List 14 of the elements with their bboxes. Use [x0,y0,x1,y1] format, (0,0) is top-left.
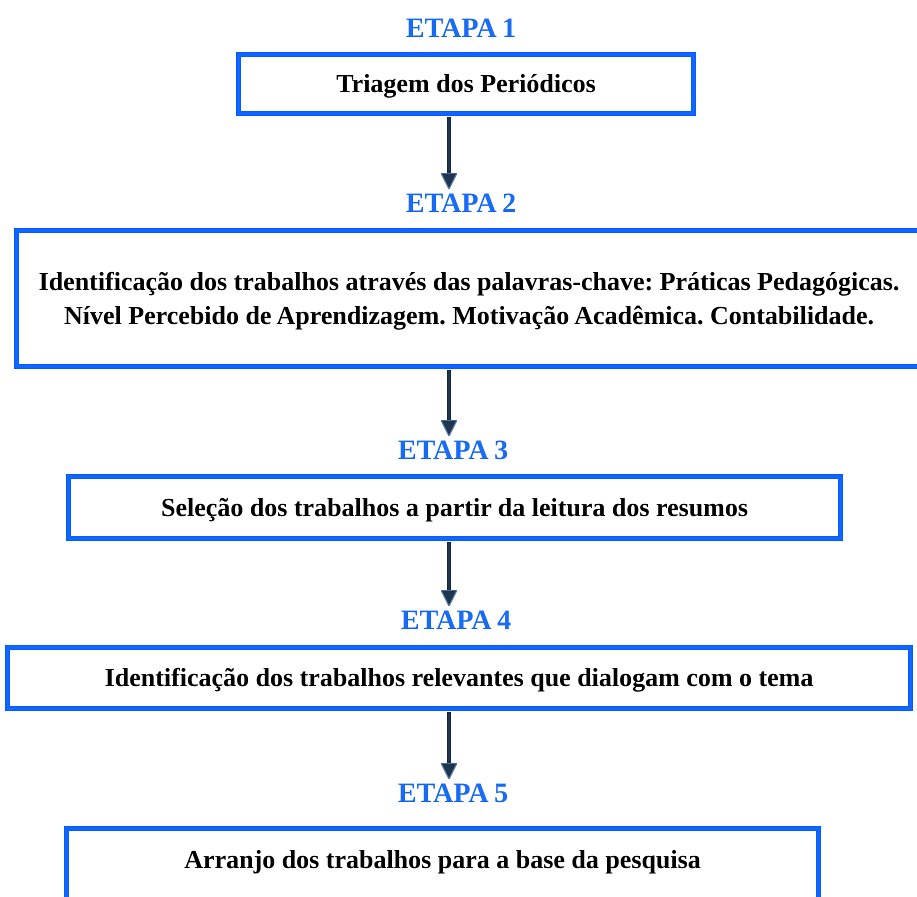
arrow [440,370,458,437]
step-heading: ETAPA 5 [398,778,508,810]
arrow [440,712,458,780]
arrow [440,117,458,190]
step-description: Identificação dos trabalhos através das palavras-chave: Práticas Pedagógicas. Nível Percebido de Aprendizagem. Motivação Acadêmica. Contabilidade. [38,266,900,332]
step-heading: ETAPA 2 [406,188,516,220]
step-heading: ETAPA 1 [406,13,516,45]
step-heading: ETAPA 3 [398,435,508,467]
step-description: Identificação dos trabalhos relevantes que dialogam com o tema [104,662,814,694]
arrow [440,542,458,607]
step-heading: ETAPA 4 [400,605,512,637]
step-description: Triagem dos Periódicos [336,68,596,100]
step-description: Arranjo dos trabalhos para a base da pesquisa [184,844,701,876]
step-description: Seleção dos trabalhos a partir da leitura dos resumos [161,492,748,524]
